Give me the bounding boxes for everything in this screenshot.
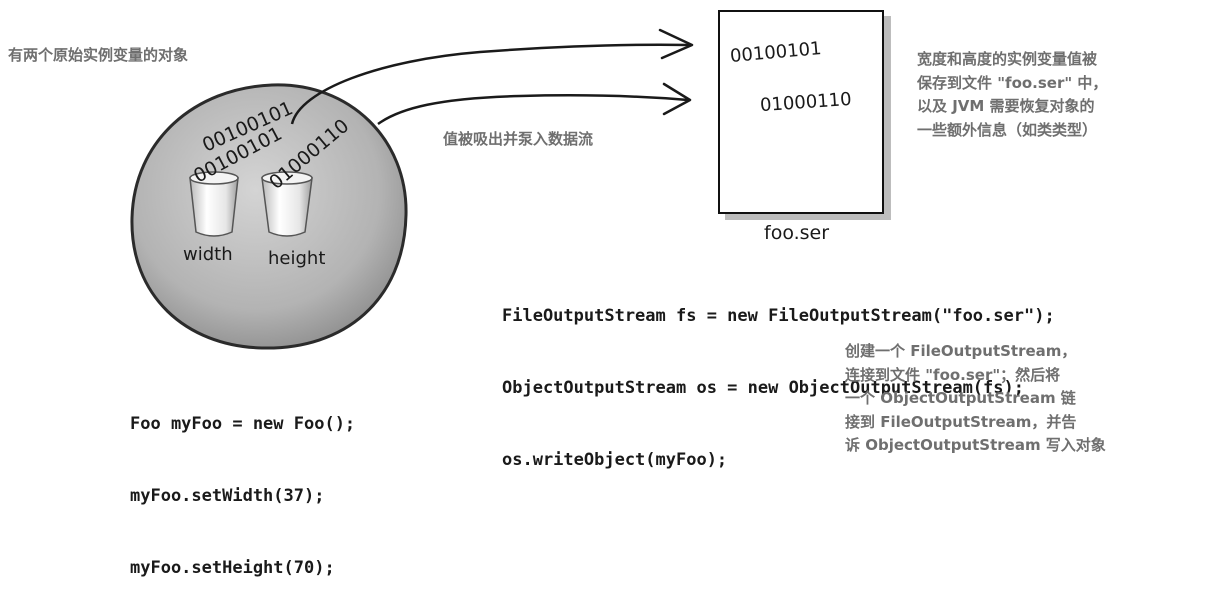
stream-arrow-upper [290, 43, 691, 125]
file-bits-1: 00100101 [729, 38, 823, 67]
create-note-line: 诉 ObjectOutputStream 写入对象 [845, 436, 1106, 454]
width-cup [189, 171, 239, 237]
file-foo-ser: 00100101 01000110 [718, 10, 884, 214]
file-bits-2: 01000110 [759, 88, 853, 117]
create-note: 创建一个 FileOutputStream， 连接到文件 "foo.ser"；然… [845, 340, 1106, 458]
stream-code-block: FileOutputStream fs = new FileOutputStre… [502, 256, 1055, 496]
code-line: myFoo.setHeight(70); [130, 558, 335, 578]
code-line: Foo myFoo = new Foo(); [130, 414, 356, 434]
width-cup-label: width [183, 244, 233, 265]
stream-arrow-lower-head [662, 82, 692, 116]
saved-note-line: 以及 JVM 需要恢复对象的 [917, 97, 1095, 115]
saved-note-line: 一些额外信息（如类类型） [917, 120, 1098, 139]
saved-note: 宽度和高度的实例变量值被 保存到文件 "foo.ser" 中， 以及 JVM 需… [917, 48, 1107, 142]
create-note-line: 一个 ObjectOutputStream 链 [845, 389, 1076, 407]
height-cup-label: height [268, 248, 325, 269]
stream-arrow-lower [377, 93, 689, 126]
code-line: myFoo.setWidth(37); [130, 486, 325, 506]
file-name-label: foo.ser [764, 222, 830, 244]
object-caption: 有两个原始实例变量的对象 [8, 46, 189, 64]
saved-note-line: 保存到文件 "foo.ser" 中， [917, 73, 1108, 92]
create-note-line: 连接到文件 "foo.ser"；然后将 [845, 365, 1061, 384]
stream-caption: 值被吸出并泵入数据流 [443, 130, 594, 148]
code-line: os.writeObject(myFoo); [502, 450, 728, 470]
code-line: ObjectOutputStream os = new ObjectOutput… [502, 378, 1024, 398]
code-line: FileOutputStream fs = new FileOutputStre… [502, 306, 1055, 326]
height-cup [261, 171, 313, 237]
object-illustration: 00100101 01000110 width height [130, 28, 694, 350]
create-note-line: 接到 FileOutputStream，并告 [845, 412, 1077, 431]
stream-arrow-upper-head [658, 28, 694, 60]
object-code-block: Foo myFoo = new Foo(); myFoo.setWidth(37… [130, 364, 355, 604]
create-note-line: 创建一个 FileOutputStream， [845, 342, 1077, 360]
saved-note-line: 宽度和高度的实例变量值被 [917, 50, 1098, 68]
